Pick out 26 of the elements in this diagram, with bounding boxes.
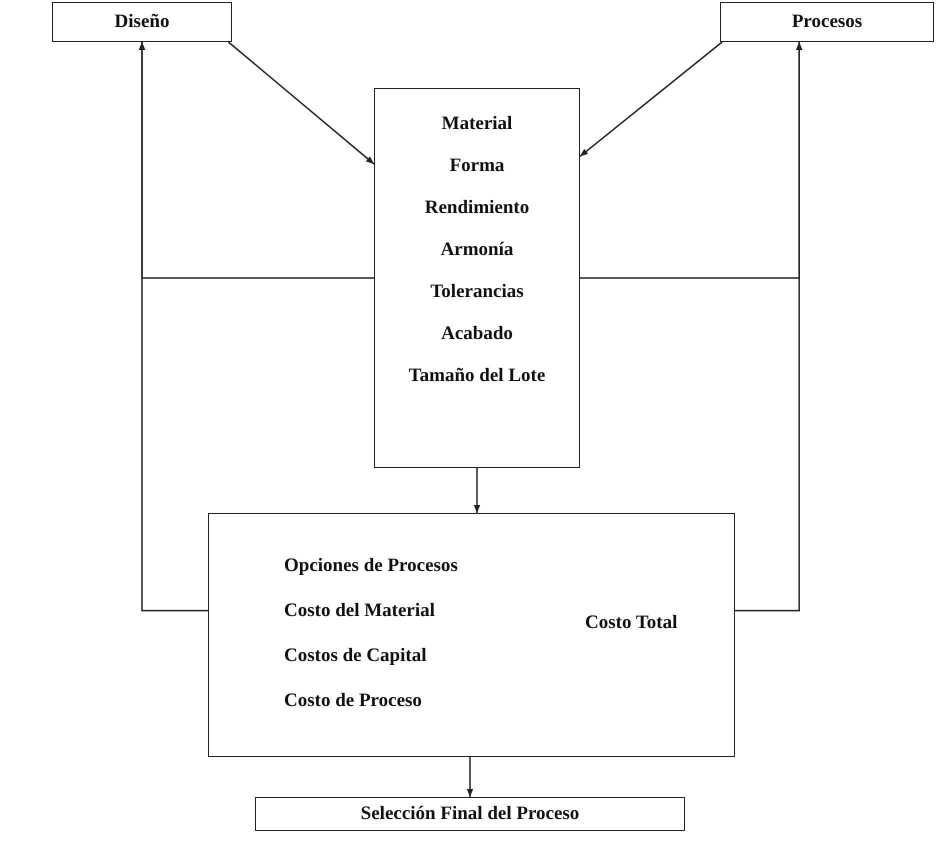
- box-text: Costo del Material: [284, 600, 435, 622]
- arrow: [466, 757, 474, 797]
- arrow: [580, 41, 723, 157]
- box-text: Material: [442, 113, 512, 135]
- box-text: Acabado: [441, 323, 513, 345]
- process-box: [255, 797, 685, 831]
- arrow: [735, 42, 802, 612]
- arrow: [474, 468, 480, 513]
- box-text: Rendimiento: [424, 197, 530, 219]
- box-text: Procesos: [792, 11, 862, 33]
- box-text: Diseño: [114, 11, 170, 33]
- process-box: [52, 2, 232, 42]
- box-text: Selección Final del Proceso: [360, 803, 580, 825]
- box-text: Tolerancias: [430, 281, 524, 303]
- process-box: [374, 88, 580, 468]
- arrow: [138, 42, 208, 612]
- box-text: Forma: [450, 155, 504, 177]
- process-box: [720, 2, 934, 42]
- arrow: [228, 41, 374, 165]
- box-text: Costo Total: [585, 612, 678, 634]
- process-box: [208, 513, 735, 757]
- box-text: Tamaño del Lote: [408, 365, 546, 387]
- box-text: Armonía: [440, 239, 514, 261]
- box-text: Costos de Capital: [284, 645, 427, 667]
- box-text: Costo de Proceso: [284, 690, 422, 712]
- box-text: Opciones de Procesos: [284, 555, 458, 577]
